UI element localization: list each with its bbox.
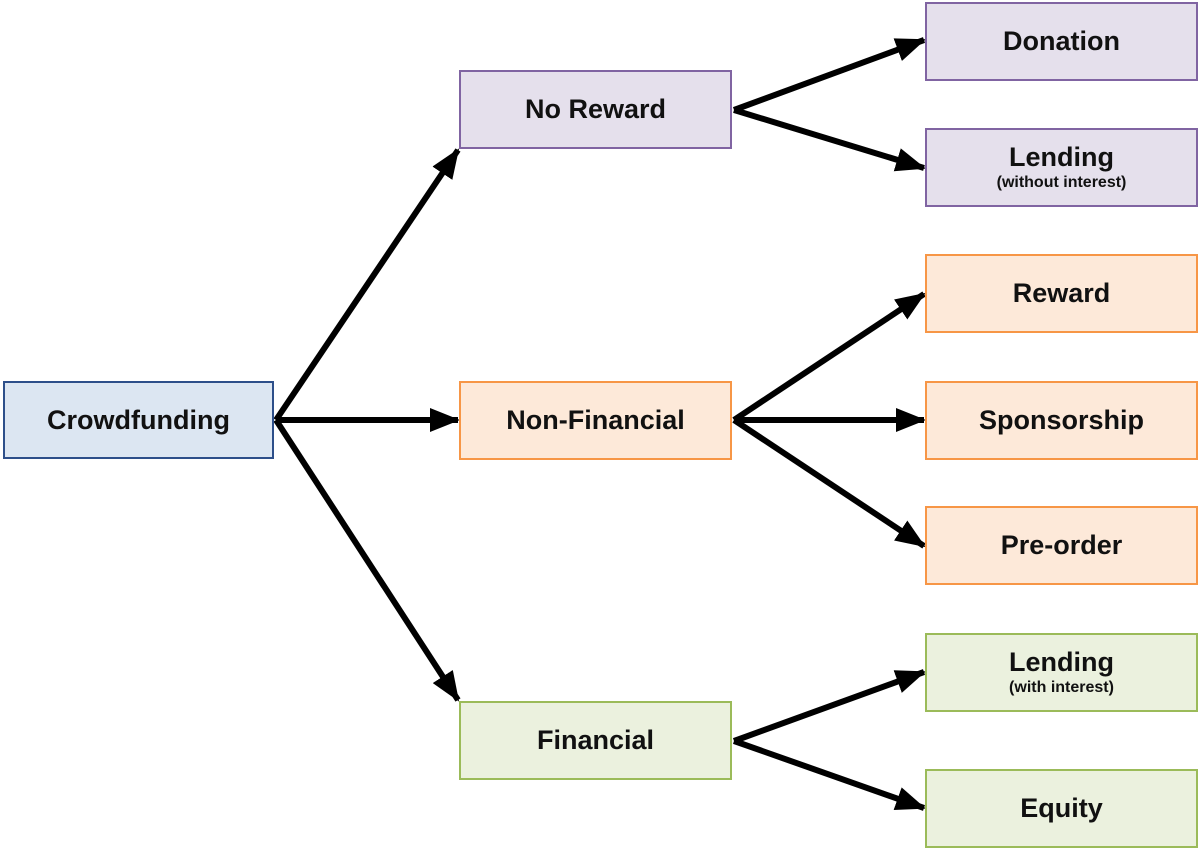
- node-lending-with-interest: Lending (with interest): [925, 633, 1198, 712]
- node-label: Sponsorship: [978, 405, 1144, 436]
- arrow-no-reward-to-lending: [733, 107, 926, 172]
- node-sublabel: (without interest): [996, 173, 1127, 191]
- node-lending-without-interest: Lending (without interest): [925, 128, 1198, 207]
- arrow-financial-to-lending: [732, 669, 926, 744]
- node-crowdfunding: Crowdfunding: [3, 381, 274, 459]
- node-donation: Donation: [925, 2, 1198, 81]
- node-label: Financial: [536, 725, 655, 756]
- node-label: Lending: [1009, 142, 1114, 173]
- node-sponsorship: Sponsorship: [925, 381, 1198, 460]
- node-label: Equity: [1020, 793, 1103, 824]
- node-sublabel: (with interest): [1009, 678, 1114, 696]
- arrow-crowdfunding-to-financial: [273, 418, 461, 702]
- node-label: Crowdfunding: [47, 404, 230, 435]
- node-label: Non-Financial: [506, 405, 685, 436]
- node-label: Donation: [1003, 26, 1120, 57]
- node-label: Reward: [1012, 278, 1111, 309]
- arrow-non-financial-to-reward: [732, 291, 926, 423]
- node-reward: Reward: [925, 254, 1198, 333]
- node-non-financial: Non-Financial: [459, 381, 732, 460]
- node-no-reward: No Reward: [459, 70, 732, 149]
- node-label: Lending: [1009, 647, 1114, 678]
- arrow-financial-to-equity: [733, 738, 926, 811]
- node-pre-order: Pre-order: [925, 506, 1198, 585]
- arrow-non-financial-to-pre-order: [732, 417, 926, 549]
- node-equity: Equity: [925, 769, 1198, 848]
- arrow-crowdfunding-to-no-reward: [273, 148, 461, 422]
- node-label: No Reward: [524, 94, 667, 125]
- node-label: Pre-order: [1000, 530, 1123, 561]
- node-financial: Financial: [459, 701, 732, 780]
- arrow-no-reward-to-donation: [732, 37, 926, 113]
